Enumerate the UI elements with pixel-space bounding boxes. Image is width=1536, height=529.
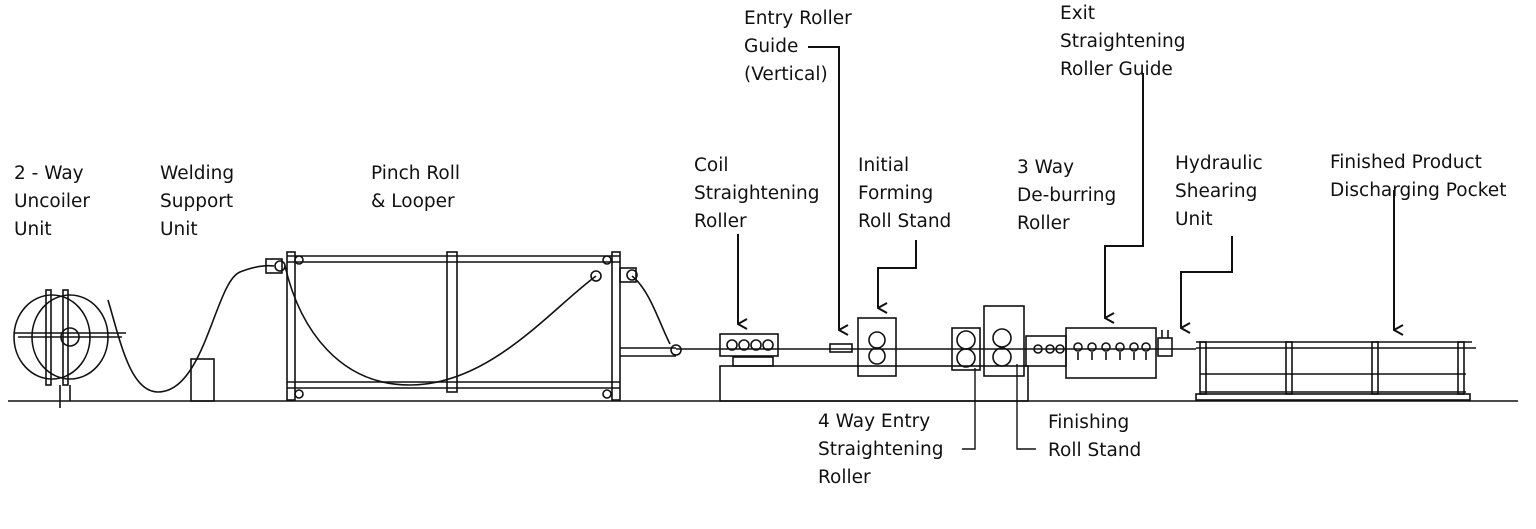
label-uncoiler-unit: 2 - Way Uncoiler Unit xyxy=(14,163,91,240)
entry-straightening-roller xyxy=(951,327,981,371)
arrow-exit-straightening xyxy=(1104,73,1144,318)
finishing-roll-stand xyxy=(983,305,1025,377)
label-pinch-roll-looper: Pinch Roll & Looper xyxy=(371,163,461,212)
arrow-entry-roller-guide xyxy=(808,46,839,330)
entry-roller-guide xyxy=(829,343,853,353)
hydraulic-shearing-unit xyxy=(1157,330,1173,357)
pinch-roll-looper xyxy=(265,251,682,401)
label-initial-forming-roll-stand: Initial Forming Roll Stand xyxy=(858,155,952,232)
exit-straightening-roller-guide xyxy=(1025,335,1067,367)
label-entry-straightening-roller: 4 Way Entry Straightening Roller xyxy=(818,411,944,488)
label-finished-product-pocket: Finished Product Discharging Pocket xyxy=(1330,152,1507,201)
arrow-initial-forming xyxy=(877,240,917,308)
leader-entry-straightening xyxy=(962,368,976,450)
initial-forming-roll-stand xyxy=(857,317,897,377)
label-finishing-roll-stand: Finishing Roll Stand xyxy=(1048,412,1142,461)
welding-support-unit xyxy=(190,358,215,402)
label-exit-straightening-roller-guide: Exit Straightening Roller Guide xyxy=(1060,3,1186,80)
label-welding-support-unit: Welding Support Unit xyxy=(160,163,235,240)
deburring-roller xyxy=(1065,327,1157,379)
coil-straightening-roller xyxy=(719,333,779,357)
finished-product-pocket xyxy=(1195,341,1476,401)
uncoiler-unit xyxy=(13,289,126,408)
arrow-hydraulic-shearing xyxy=(1180,236,1233,328)
base-bed xyxy=(719,365,1029,402)
leader-finishing-roll-stand xyxy=(1016,364,1036,450)
label-entry-roller-guide: Entry Roller Guide (Vertical) xyxy=(744,8,852,85)
label-deburring-roller: 3 Way De-burring Roller xyxy=(1017,157,1117,234)
label-hydraulic-shearing-unit: Hydraulic Shearing Unit xyxy=(1175,153,1263,230)
label-coil-straightening-roller: Coil Straightening Roller xyxy=(694,155,820,232)
